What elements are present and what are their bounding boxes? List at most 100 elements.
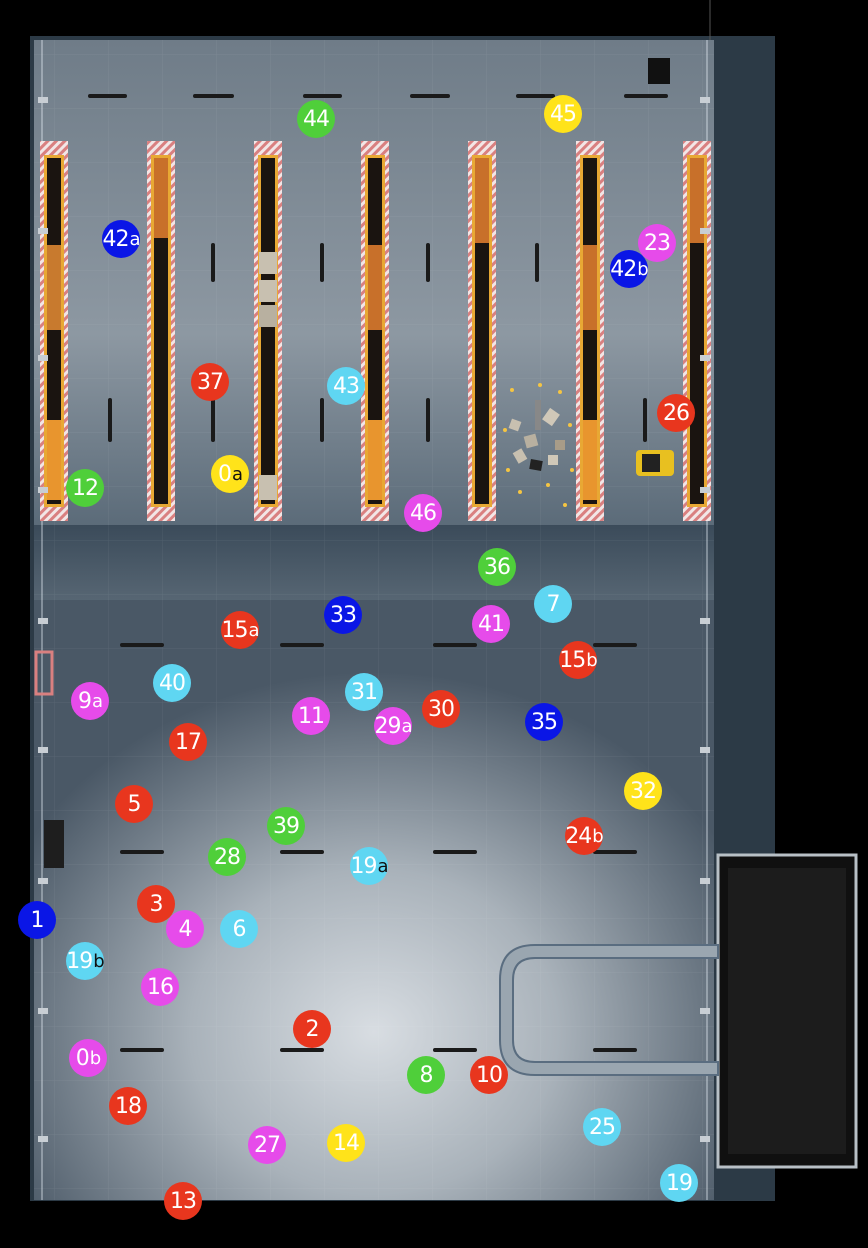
marker-label: 3 [149,891,164,917]
rack-5 [468,141,496,521]
map-marker[interactable]: 28 [208,838,246,876]
map-marker[interactable]: 27 [248,1126,286,1164]
marker-label: 12 [72,475,99,501]
marker-label: 28 [214,844,241,870]
map-marker[interactable]: 11 [292,697,330,735]
marker-suffix: a [248,619,259,641]
map-marker[interactable]: 33 [324,596,362,634]
map-marker[interactable]: 44 [297,100,335,138]
marker-label: 37 [197,369,224,395]
rack-3 [254,141,282,521]
marker-label: 5 [127,791,142,817]
marker-label: 40 [159,670,186,696]
marker-label: 15 [559,647,586,673]
marker-label: 8 [419,1062,434,1088]
marker-label: 0 [75,1045,90,1071]
map-marker[interactable]: 3 [137,885,175,923]
marker-label: 42 [102,226,129,252]
map-marker[interactable]: 18 [109,1087,147,1125]
map-marker[interactable]: 1 [18,901,56,939]
map-marker[interactable]: 17 [169,723,207,761]
marker-suffix: b [89,1047,101,1069]
map-marker[interactable]: 23 [638,224,676,262]
map-marker[interactable]: 12 [66,469,104,507]
marker-label: 25 [589,1114,616,1140]
marker-label: 0 [217,461,232,487]
marker-suffix: a [129,228,140,250]
marker-label: 33 [330,602,357,628]
marker-label: 43 [333,373,360,399]
map-marker[interactable]: 5 [115,785,153,823]
props [34,58,674,868]
map-marker[interactable]: 40 [153,664,191,702]
marker-label: 7 [546,591,561,617]
marker-label: 41 [478,611,505,637]
marker-label: 15 [221,617,248,643]
marker-label: 16 [147,974,174,1000]
map-marker[interactable]: 8 [407,1056,445,1094]
map-marker[interactable]: 26 [657,394,695,432]
marker-suffix: b [93,950,104,972]
map-marker[interactable]: 16 [141,968,179,1006]
map-marker[interactable]: 25 [583,1108,621,1146]
map-marker[interactable]: 4 [166,910,204,948]
marker-label: 14 [333,1130,360,1156]
map-marker[interactable]: 30 [422,690,460,728]
marker-label: 10 [476,1062,503,1088]
map-marker[interactable]: 6 [220,910,258,948]
map-marker[interactable]: 31 [345,673,383,711]
marker-label: 18 [115,1093,142,1119]
marker-label: 32 [630,778,657,804]
scattered-boxes [503,383,574,507]
marker-label: 29 [374,713,401,739]
map-marker[interactable]: 45 [544,95,582,133]
map-marker[interactable]: 19 [660,1164,698,1202]
marker-label: 39 [273,813,300,839]
rack-1 [40,141,68,521]
marker-label: 45 [550,101,577,127]
marker-label: 31 [351,679,378,705]
map-marker[interactable]: 46 [404,494,442,532]
rack-4 [361,141,389,521]
map-marker[interactable]: 14 [327,1124,365,1162]
wall-fixtures [38,97,710,1142]
map-marker[interactable]: 13 [164,1182,202,1220]
shelving-racks [40,141,711,521]
marker-label: 11 [298,703,325,729]
map-marker[interactable]: 2 [293,1010,331,1048]
map-marker[interactable]: 7 [534,585,572,623]
map-marker[interactable]: 37 [191,363,229,401]
map-marker[interactable]: 10 [470,1056,508,1094]
marker-label: 1 [30,907,45,933]
marker-label: 26 [663,400,690,426]
map-marker[interactable]: 39 [267,807,305,845]
marker-label: 23 [644,230,671,256]
map-marker[interactable]: 32 [624,772,662,810]
marker-suffix: a [91,690,103,712]
forklift [636,450,674,476]
map-marker[interactable]: 35 [525,703,563,741]
marker-label: 6 [232,916,247,942]
marker-suffix: a [231,463,243,485]
map-marker[interactable]: 36 [478,548,516,586]
marker-label: 24 [565,823,592,849]
marker-label: 46 [410,500,437,526]
marker-label: 2 [305,1016,320,1042]
marker-label: 44 [303,106,330,132]
map-marker[interactable]: 43 [327,367,365,405]
map-marker[interactable]: 41 [472,605,510,643]
marker-label: 35 [531,709,558,735]
marker-label: 4 [178,916,193,942]
marker-label: 36 [484,554,511,580]
